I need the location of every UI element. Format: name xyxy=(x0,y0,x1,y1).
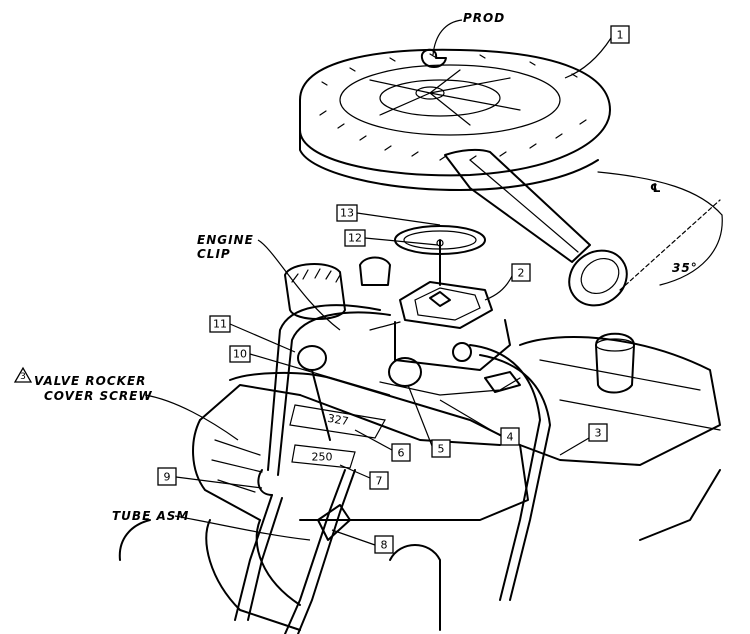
angle-annotation: ℄ 35° xyxy=(597,171,723,291)
callout-2: 2 xyxy=(484,263,531,301)
label-prod: PROD xyxy=(463,11,505,25)
callout-9: 9 xyxy=(157,467,263,489)
engine-code-250: 250 xyxy=(312,451,333,464)
callout-4: 4 xyxy=(439,399,520,446)
svg-text:2: 2 xyxy=(518,267,525,280)
svg-text:11: 11 xyxy=(213,318,227,331)
engine-code-327: 327 xyxy=(327,412,350,428)
label-engine-clip-1: ENGINE xyxy=(197,233,254,247)
callout-7: 7 xyxy=(339,464,389,490)
label-valve-rocker: 3 VALVE ROCKER COVER SCREW xyxy=(13,366,153,403)
valve-rocker-line2: COVER SCREW xyxy=(44,389,153,403)
air-cleaner xyxy=(299,48,628,307)
svg-text:13: 13 xyxy=(340,207,354,220)
leader-valve-rocker xyxy=(144,394,239,441)
leader-engine-clip xyxy=(257,239,341,331)
svg-text:5: 5 xyxy=(438,443,445,456)
svg-text:7: 7 xyxy=(376,475,383,488)
svg-text:12: 12 xyxy=(348,232,362,245)
valve-rocker-line1: VALVE ROCKER xyxy=(34,374,146,388)
leader-prod xyxy=(432,19,463,56)
centerline-symbol: ℄ xyxy=(650,181,662,195)
callout-13: 13 xyxy=(336,204,441,226)
svg-text:3: 3 xyxy=(595,427,602,440)
svg-text:9: 9 xyxy=(164,471,171,484)
angle-label: 35° xyxy=(672,261,698,275)
callout-12: 12 xyxy=(344,229,439,247)
gasket-stud xyxy=(394,225,486,286)
callout-1: 1 xyxy=(564,25,630,79)
pcv-tubes xyxy=(234,304,551,634)
callout-10: 10 xyxy=(229,345,391,396)
callout-5: 5 xyxy=(407,384,451,458)
callout-11: 11 xyxy=(209,315,296,353)
label-engine-clip-2: CLIP xyxy=(197,247,231,261)
leader-tube-asm xyxy=(174,515,311,541)
svg-text:6: 6 xyxy=(398,447,405,460)
label-tube-asm: TUBE ASM xyxy=(112,509,189,523)
svg-text:8: 8 xyxy=(381,539,388,552)
engine-block: 327 250 xyxy=(118,332,721,631)
svg-text:1: 1 xyxy=(617,29,624,42)
svg-text:4: 4 xyxy=(507,431,514,444)
carburetor xyxy=(369,281,511,371)
distributor xyxy=(284,256,391,320)
valve-rocker-num: 3 xyxy=(20,372,26,382)
callout-8: 8 xyxy=(331,529,394,554)
svg-text:10: 10 xyxy=(233,348,247,361)
callout-6: 6 xyxy=(354,429,411,462)
callout-3: 3 xyxy=(559,423,608,456)
